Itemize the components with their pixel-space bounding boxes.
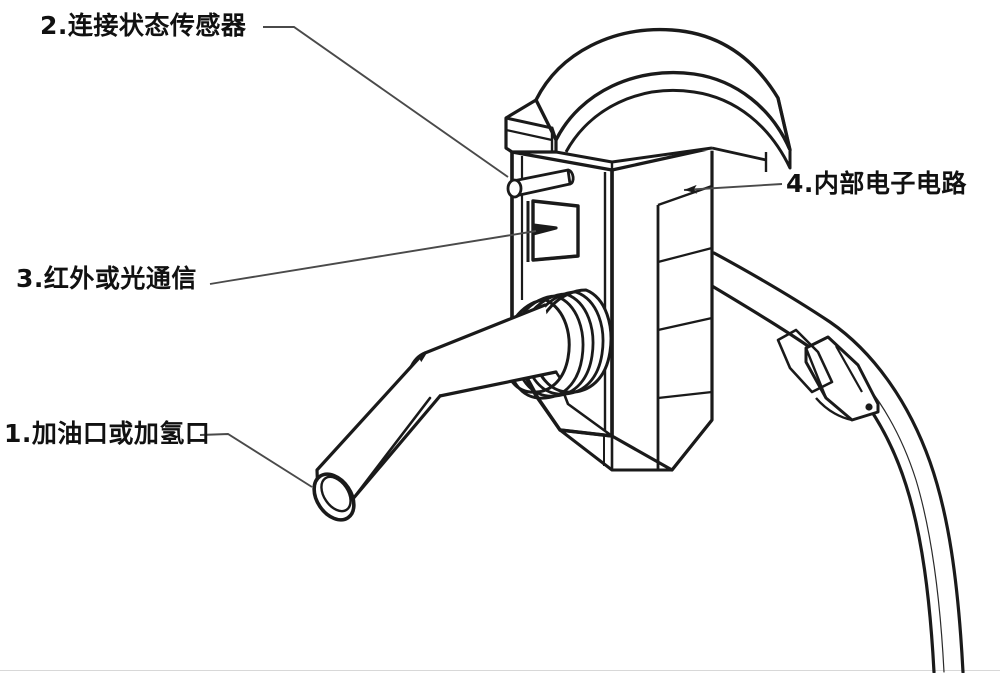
leader-line-4 — [683, 183, 783, 194]
hose-ferrule-band — [776, 328, 834, 394]
nozzle-spout — [312, 303, 562, 522]
leader-line-1 — [199, 433, 313, 488]
callout-label-2-connection-status-sensor: 2.连接状态传感器 — [40, 11, 247, 40]
callout-label-3-infrared-optical-communication: 3.红外或光通信 — [16, 264, 197, 293]
handle-hood — [504, 27, 792, 172]
leader-line-2 — [263, 26, 509, 178]
leader-line-3 — [209, 230, 537, 285]
hose-coupling — [804, 335, 880, 422]
callout-label-4-internal-electronic-circuit: 4.内部电子电路 — [786, 169, 967, 198]
sensor-pin — [506, 168, 575, 199]
callout-label-1-refueling-or-hydrogen-port: 1.加油口或加氢口 — [4, 419, 211, 448]
coupling-rivet-dot — [865, 403, 873, 411]
